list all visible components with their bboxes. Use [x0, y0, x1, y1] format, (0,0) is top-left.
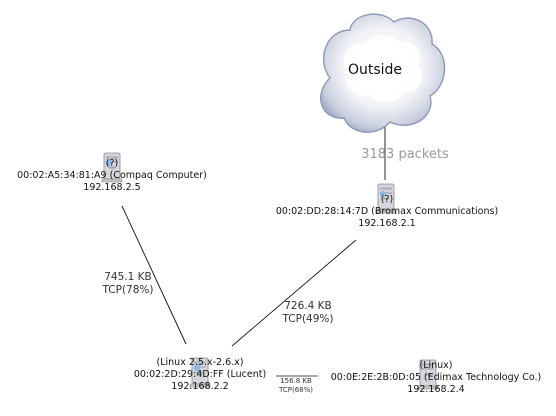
- outside-cloud[interactable]: [320, 13, 446, 133]
- edge-bromax-lucent-label: 726.4 KB TCP(49%): [268, 300, 348, 326]
- edge-compaq-lucent[interactable]: [121, 205, 187, 345]
- host-mac: 00:02:2D:29:4D:FF (Lucent): [133, 369, 267, 380]
- host-os: (?): [105, 158, 119, 169]
- host-compaq-computer-icon[interactable]: [101, 152, 123, 183]
- host-mac: 00:0E:2E:2B:0D:05 (Edimax Technology Co.…: [330, 372, 542, 383]
- edge-size: 156.8 KB: [280, 377, 312, 385]
- host-os: (Linux 2.5.x-2.6.x): [156, 357, 244, 368]
- host-compaq-computer-label: (?) 00:02:A5:34:81:A9 (Compaq Computer) …: [6, 158, 218, 194]
- edge-bromax-lucent[interactable]: [231, 239, 357, 347]
- edges: [121, 124, 386, 377]
- host-os: (?): [380, 194, 394, 205]
- edge-size: 745.1 KB: [104, 271, 152, 283]
- edge-size: 726.4 KB: [284, 300, 332, 312]
- edge-compaq-lucent-label: 745.1 KB TCP(78%): [88, 271, 168, 297]
- host-mac: 00:02:DD:28:14:7D (Bromax Communications…: [275, 206, 499, 217]
- host-ip: 192.168.2.2: [171, 381, 229, 392]
- host-bromax-communications-icon[interactable]: [375, 183, 397, 214]
- outside-label: Outside: [347, 62, 403, 78]
- edge-proto: TCP(68%): [279, 386, 313, 394]
- edge-lucent-edimax-label: 156.8 KB TCP(68%): [266, 377, 326, 395]
- host-ip: 192.168.2.1: [358, 218, 416, 229]
- edge-proto: TCP(49%): [282, 313, 334, 325]
- host-lucent-label: (Linux 2.5.x-2.6.x) 00:02:2D:29:4D:FF (L…: [110, 357, 290, 393]
- host-lucent-icon[interactable]: [189, 357, 211, 388]
- edge-proto: TCP(78%): [102, 284, 154, 296]
- host-mac: 00:02:A5:34:81:A9 (Compaq Computer): [17, 170, 207, 181]
- host-os: (Linux): [419, 360, 453, 371]
- host-bromax-communications-label: (?) 00:02:DD:28:14:7D (Bromax Communicat…: [270, 194, 504, 230]
- host-ip: 192.168.2.5: [83, 182, 141, 193]
- host-ip: 192.168.2.4: [407, 384, 465, 395]
- host-edimax-technology-label: (Linux) 00:0E:2E:2B:0D:05 (Edimax Techno…: [320, 360, 552, 396]
- packets-label: 3183 packets: [361, 147, 449, 162]
